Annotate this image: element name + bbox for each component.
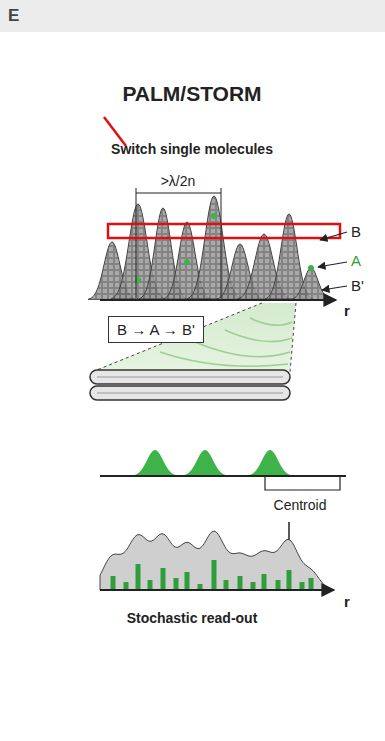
state-label: B' — [351, 278, 364, 295]
leader-arrow — [322, 286, 347, 290]
highlight-box — [108, 224, 340, 238]
light-cone — [95, 303, 296, 370]
dimension: >λ/2n — [159, 174, 198, 189]
leader-arrow — [320, 232, 347, 240]
axis-label: r — [344, 303, 350, 320]
title: PALM/STORM — [122, 82, 261, 105]
reconstruction-profile — [100, 531, 330, 590]
dashed-line — [290, 303, 296, 372]
caption-label: Stochastic read-out — [127, 611, 258, 626]
r-axis — [100, 589, 334, 591]
state-box: B → A → B' — [108, 316, 204, 343]
bracket-line — [136, 188, 137, 298]
centroid-bracket — [265, 476, 340, 490]
centroid-label: Centroid — [274, 498, 327, 513]
state-sequence: B → A → B' — [117, 321, 195, 338]
subtitle: Switch single molecules — [111, 142, 273, 157]
state-label: B — [351, 224, 361, 241]
bracket-line — [136, 193, 221, 194]
axis-label: r — [344, 594, 350, 611]
dashed-line — [92, 303, 262, 372]
panel-header — [0, 0, 385, 32]
panel-letter: E — [8, 7, 19, 26]
bracket-line — [221, 188, 222, 298]
leader-arrow — [318, 262, 347, 267]
objective-lens — [90, 370, 290, 400]
single-molecule-images — [131, 450, 294, 476]
state-label: A — [351, 253, 361, 270]
baseline — [100, 475, 346, 477]
r-axis — [100, 299, 336, 301]
fluorophore-profile — [88, 196, 332, 300]
